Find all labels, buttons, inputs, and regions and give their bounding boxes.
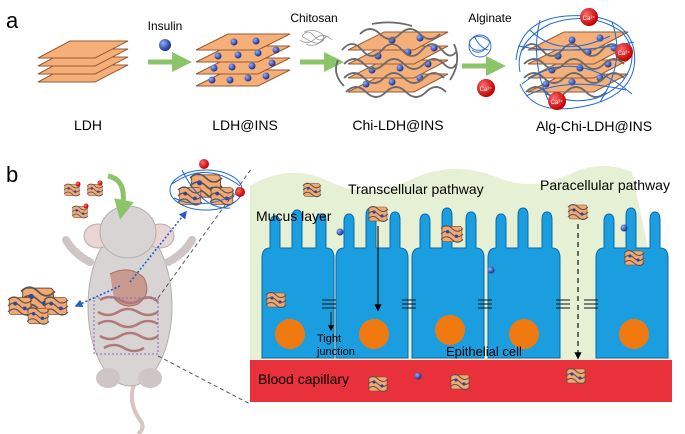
release-arrow-left — [74, 285, 121, 307]
alginate-icon — [468, 34, 492, 58]
tight-junctions — [322, 299, 598, 309]
alg-chi-ldh-ins-label: Alg-Chi-LDH@INS — [536, 118, 652, 134]
panel-b-letter: b — [6, 162, 18, 187]
chi-ldh-ins — [335, 21, 459, 98]
zoom-line-bottom — [157, 355, 251, 405]
svg-text:Ca²⁺: Ca²⁺ — [551, 99, 564, 106]
epithelial-cells — [261, 207, 669, 359]
nuclei — [275, 315, 649, 349]
alg-chi-ldh-ins: Ca²⁺ Ca²⁺ Ca²⁺ — [515, 8, 636, 110]
chitosan-icon — [299, 30, 333, 46]
ldh-label: LDH — [74, 117, 102, 133]
ldh-ins-label: LDH@INS — [212, 117, 278, 133]
calcium-ion-icon: Ca²⁺ — [548, 92, 566, 110]
insulin-icon — [159, 39, 171, 51]
paracellular-label: Paracellular pathway — [540, 177, 670, 193]
epithelium-particles — [265, 182, 645, 392]
svg-text:Ca²⁺: Ca²⁺ — [480, 86, 493, 93]
mucus-label: Mucus layer — [256, 208, 332, 224]
calcium-ion-icon: Ca²⁺ — [615, 43, 633, 61]
tight-junction-label-2: junction — [316, 346, 355, 358]
chitosan-label: Chitosan — [290, 11, 337, 25]
release-arrow-top — [129, 210, 187, 283]
calcium-ion-icon: Ca²⁺ — [477, 79, 495, 97]
svg-text:Ca²⁺: Ca²⁺ — [583, 15, 596, 22]
transcellular-label: Transcellular pathway — [348, 181, 484, 197]
coated-particle-large — [169, 159, 245, 211]
chi-ldh-ins-label: Chi-LDH@INS — [352, 117, 443, 133]
ldh-stack — [37, 40, 129, 83]
epithelial-label: Epithelial cell — [446, 344, 522, 359]
svg-text:Ca²⁺: Ca²⁺ — [618, 50, 631, 57]
chi-particle-large — [7, 286, 69, 325]
ldh-ins-stack — [195, 33, 291, 87]
mouse-illustration — [62, 205, 196, 434]
panel-a-letter: a — [6, 8, 19, 33]
oral-dose-arrow — [107, 173, 134, 220]
alginate-label: Alginate — [468, 11, 512, 25]
zoom-line-top — [157, 167, 253, 299]
tight-junction-label-1: Tight — [317, 333, 341, 345]
blood-label: Blood capillary — [258, 371, 349, 387]
calcium-ion-icon: Ca²⁺ — [580, 8, 598, 26]
insulin-label: Insulin — [148, 19, 183, 33]
particle-cluster — [63, 180, 104, 219]
